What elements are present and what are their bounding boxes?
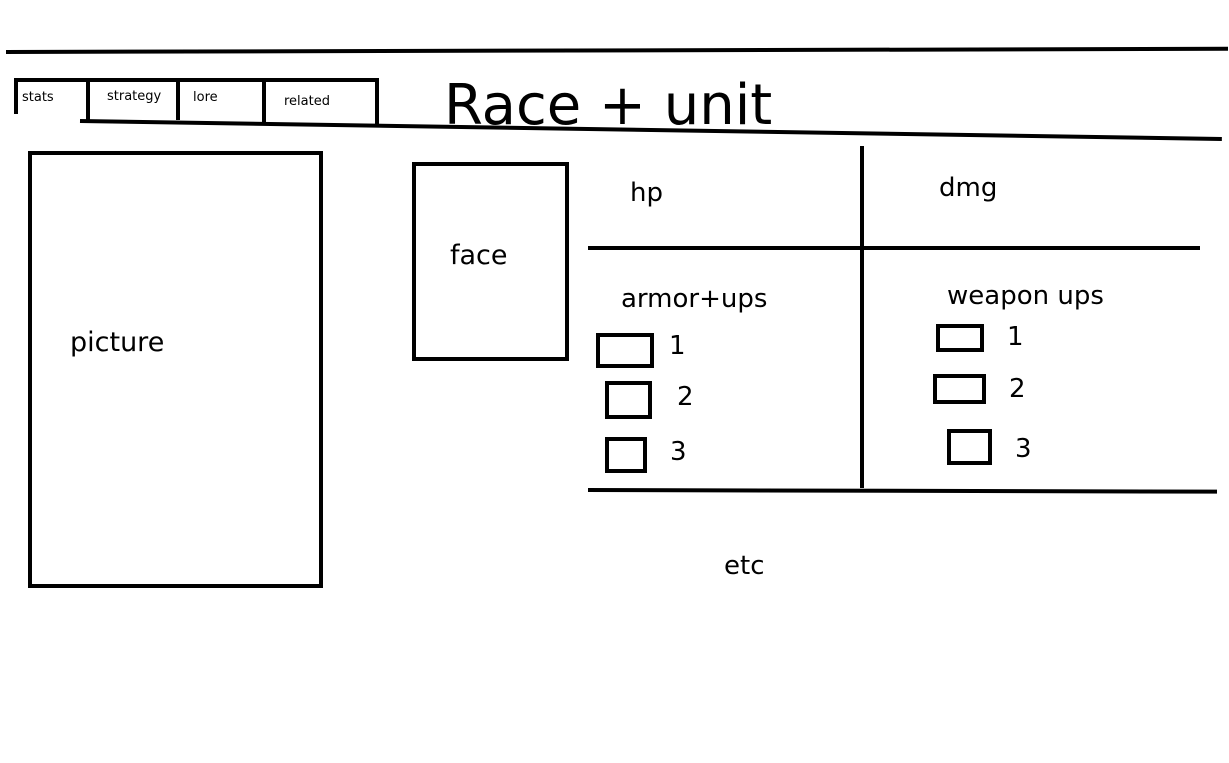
armor-upgrades-label: armor+ups [621, 284, 768, 314]
armor-upgrade-checkbox[interactable] [605, 381, 652, 419]
tab-divider [176, 78, 180, 120]
armor-upgrade-label: 2 [677, 382, 694, 412]
weapon-upgrade-checkbox[interactable] [947, 429, 992, 465]
armor-upgrade-checkbox[interactable] [596, 333, 654, 368]
armor-upgrade-label: 3 [670, 437, 687, 467]
weapon-upgrade-label: 2 [1009, 374, 1026, 404]
stats-column-divider [860, 146, 864, 488]
armor-upgrade-label: 1 [669, 331, 686, 361]
unit-picture: picture [28, 151, 323, 588]
tab-label: stats [22, 90, 54, 105]
tab-bar-top-border [14, 78, 379, 82]
weapon-upgrades-label: weapon ups [947, 281, 1104, 311]
tab-strategy[interactable]: strategy [107, 89, 161, 105]
stats-bottom-divider [587, 488, 1218, 494]
tab-label: lore [193, 90, 218, 105]
etc-label: etc [724, 551, 765, 581]
weapon-upgrade-checkbox[interactable] [933, 374, 986, 404]
stats-row-divider [588, 246, 1200, 250]
hp-label: hp [630, 178, 663, 208]
unit-face: face [412, 162, 569, 361]
tab-label: strategy [107, 89, 162, 104]
dmg-label: dmg [939, 173, 998, 203]
weapon-upgrade-label: 1 [1007, 322, 1024, 352]
weapon-upgrade-checkbox[interactable] [936, 324, 984, 352]
tab-divider [375, 78, 379, 126]
top-divider [5, 46, 1229, 54]
face-label: face [450, 240, 508, 271]
tab-stats[interactable]: stats [22, 90, 54, 106]
picture-label: picture [70, 327, 165, 358]
tab-related[interactable]: related [284, 94, 330, 110]
tab-lore[interactable]: lore [193, 90, 218, 106]
tab-label: related [284, 94, 330, 109]
armor-upgrade-checkbox[interactable] [605, 437, 647, 473]
tab-divider [86, 78, 90, 120]
weapon-upgrade-label: 3 [1015, 434, 1032, 464]
tab-divider [14, 78, 18, 114]
tab-divider [262, 78, 266, 124]
